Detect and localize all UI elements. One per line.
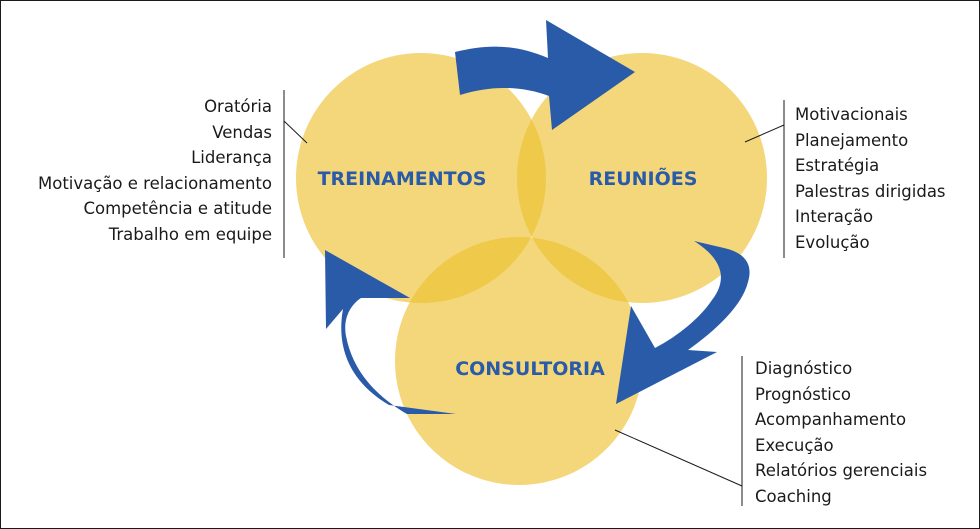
arrow-top [455, 20, 635, 130]
circle-treinamentos [296, 53, 546, 303]
list-item: Relatórios gerenciais [755, 461, 928, 480]
label-treinamentos: TREINAMENTOS [318, 168, 487, 190]
list-item: Trabalho em equipe [108, 224, 272, 244]
list-item: Palestras dirigidas [795, 181, 946, 201]
list-item: Interação [795, 207, 874, 226]
arrow-left [325, 250, 456, 414]
list-item: Coaching [755, 486, 832, 506]
list-item: Oratória [204, 97, 272, 116]
list-item: Competência e atitude [83, 199, 272, 218]
list-reunioes: Motivacionais Planejamento Estratégia Pa… [795, 102, 946, 255]
list-item: Planejamento [795, 130, 909, 150]
connector-reunioes-diagonal [744, 124, 785, 143]
list-item: Diagnóstico [755, 359, 853, 378]
list-item: Execução [755, 435, 834, 455]
connector-treinamentos-diagonal [283, 120, 308, 144]
label-reunioes: REUNIÕES [589, 166, 698, 190]
list-item: Motivacionais [795, 105, 908, 124]
label-consultoria: CONSULTORIA [455, 358, 605, 380]
list-consultoria: Diagnóstico Prognóstico Acompanhamento E… [755, 356, 927, 509]
connector-consultoria-diagonal [614, 429, 743, 487]
circle-reunioes [517, 53, 767, 303]
list-item: Motivação e relacionamento [37, 173, 272, 193]
list-treinamentos: Oratória Vendas Liderança Motivação e re… [38, 94, 272, 247]
list-item: Prognóstico [755, 384, 852, 404]
arrow-right [616, 241, 750, 404]
list-item: Vendas [212, 122, 272, 142]
circle-consultoria [395, 237, 643, 485]
list-item: Acompanhamento [755, 410, 907, 429]
list-item: Liderança [191, 148, 272, 167]
list-item: Evolução [795, 232, 870, 252]
list-item: Estratégia [795, 156, 880, 175]
